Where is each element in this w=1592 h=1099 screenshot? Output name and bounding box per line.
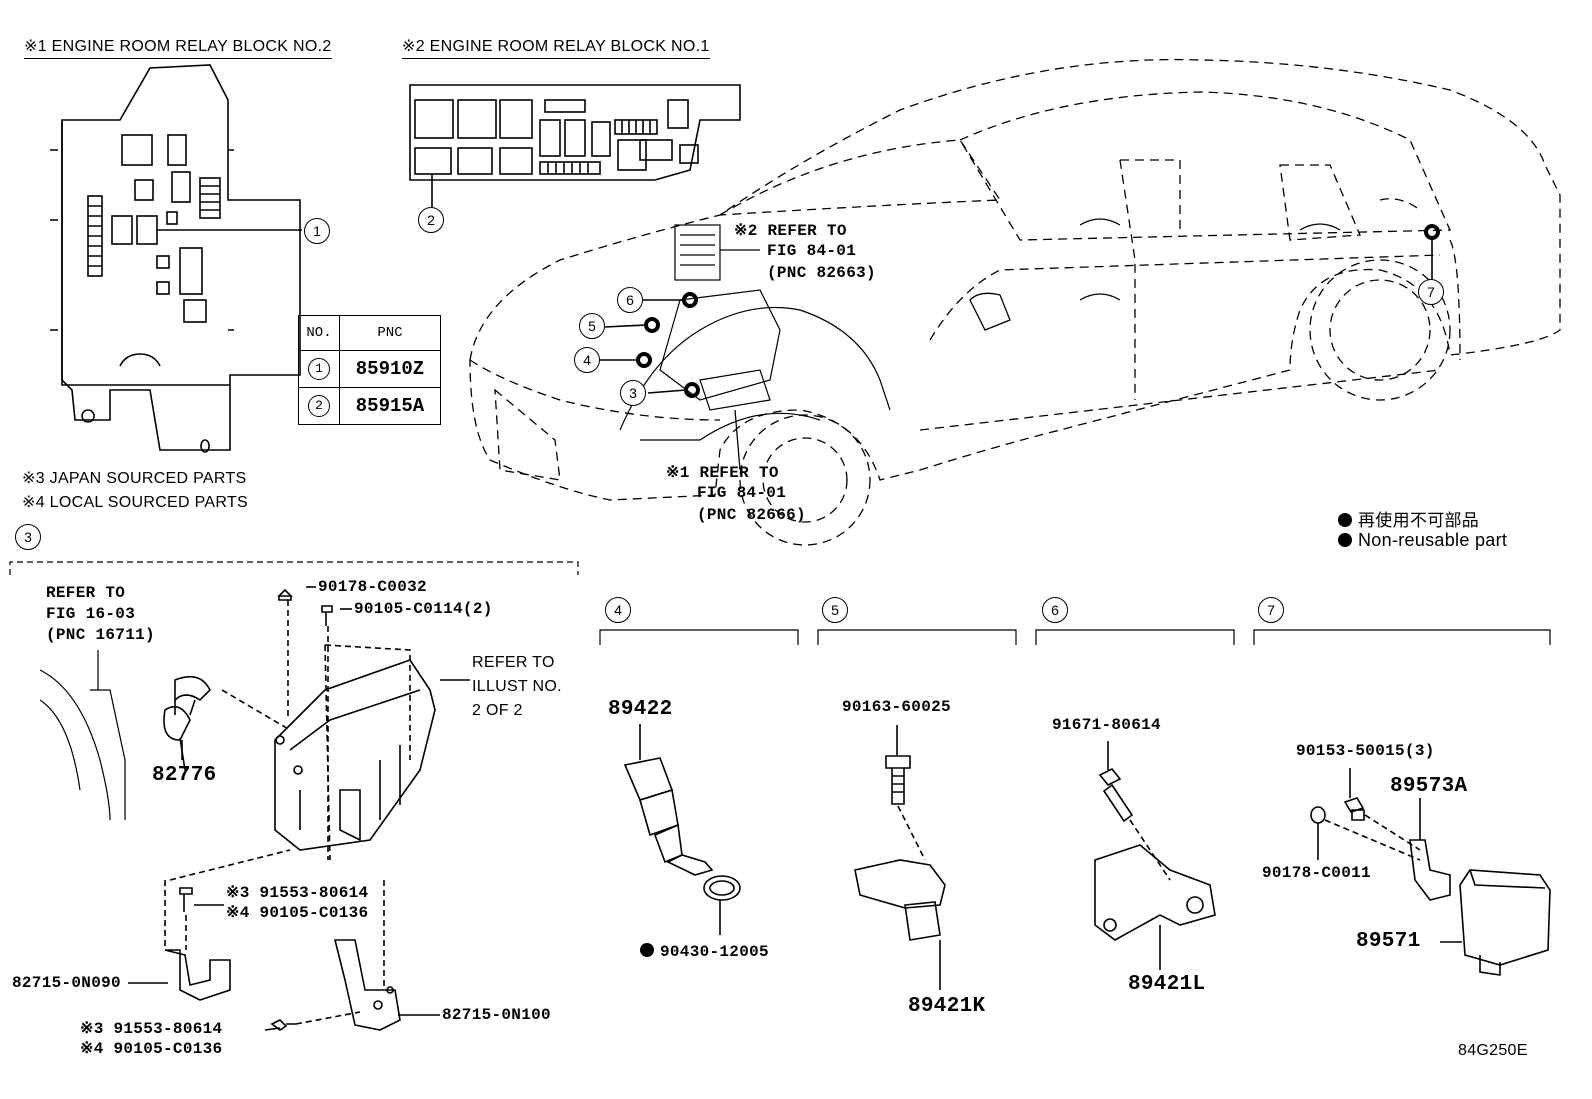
part-90153-50015: 90153-50015(3) [1296,742,1435,760]
section-6-marker: 6 [1042,597,1068,623]
s3-refer-fig-l2: FIG 16-03 [46,605,136,623]
part-89573A: 89573A [1390,775,1468,798]
section5-drawing [854,725,946,990]
callout-2: 2 [418,207,444,233]
part-82776: 82776 [152,764,217,787]
callout-6-car: 6 [617,287,643,313]
part-90178-C0032: 90178-C0032 [318,578,427,596]
pnc-row-1-value: 85910Z [339,350,441,388]
pnc-row-2-value: 85915A [339,387,441,425]
callout-3-car: 3 [620,380,646,406]
ref1-line2: FIG 84-01 [697,484,787,502]
section6-drawing [1094,741,1216,970]
legend-japanese: 再使用不可部品 [1338,506,1479,531]
ref2-line1: ※2 REFER TO [734,222,847,240]
ref2-line2: FIG 84-01 [767,242,857,260]
part-91553-80614-lower: ※3 91553-80614 [80,1020,223,1038]
section-brackets [9,561,1551,645]
s3-refer-illust-l1: REFER TO [472,654,555,671]
pnc-row-2-no: 2 [308,395,330,417]
part-89421L: 89421L [1128,973,1206,996]
car-callout-leaders [598,224,1440,398]
s3-refer-fig-l1: REFER TO [46,584,126,602]
japan-sourced-note: ※3 JAPAN SOURCED PARTS [22,470,247,487]
section-3-marker: 3 [15,524,41,550]
section7-drawing [1310,768,1551,976]
relay-block-no1-drawing [409,84,741,208]
callout-1: 1 [304,218,330,244]
relay-block-no2-heading: ※1 ENGINE ROOM RELAY BLOCK NO.2 [24,36,332,59]
part-82715-0N100: 82715-0N100 [442,1006,551,1024]
relay-block-no1-heading: ※2 ENGINE ROOM RELAY BLOCK NO.1 [402,36,710,59]
figure-code: 84G250E [1458,1042,1528,1059]
callout-5-car: 5 [579,313,605,339]
pnc-table-header-no: NO. [298,315,340,351]
part-90178-C0011: 90178-C0011 [1262,864,1371,882]
part-82715-0N090: 82715-0N090 [12,974,121,992]
part-91671-80614: 91671-80614 [1052,716,1161,734]
ref1-line3: (PNC 82666) [697,506,806,524]
part-90105-C0136-upper: ※4 90105-C0136 [226,904,369,922]
non-reusable-dot-icon [640,943,654,957]
non-reusable-dot-icon [1338,513,1352,527]
relay-block-no2-drawing [50,64,302,453]
section3-drawing [39,586,470,1031]
ref2-line3: (PNC 82663) [767,264,876,282]
callout-7-car: 7 [1418,279,1444,305]
pnc-table-header-pnc: PNC [339,315,441,351]
section4-drawing [623,724,741,935]
pnc-row-1-no: 1 [308,358,330,380]
part-90163-60025: 90163-60025 [842,698,951,716]
part-90105-C0136-lower: ※4 90105-C0136 [80,1040,223,1058]
vehicle-drawing [469,58,1561,546]
part-90430-12005: 90430-12005 [640,943,769,961]
section-7-marker: 7 [1258,597,1284,623]
local-sourced-note: ※4 LOCAL SOURCED PARTS [22,494,248,511]
s3-refer-illust-l2: ILLUST NO. [472,678,562,695]
s3-refer-illust-l3: 2 OF 2 [472,702,523,719]
part-89421K: 89421K [908,995,986,1018]
section-5-marker: 5 [822,597,848,623]
part-91553-80614-upper: ※3 91553-80614 [226,884,369,902]
part-90105-C0114: 90105-C0114(2) [354,600,493,618]
s3-refer-fig-l3: (PNC 16711) [46,626,155,644]
section-4-marker: 4 [605,597,631,623]
callout-4-car: 4 [574,347,600,373]
pnc-table: NO. PNC 1 85910Z 2 85915A [298,315,441,425]
non-reusable-dot-icon [1338,533,1352,547]
legend-english: Non-reusable part [1338,530,1507,551]
part-89571: 89571 [1356,930,1421,953]
part-89422: 89422 [608,698,673,721]
ref1-line1: ※1 REFER TO [666,464,779,482]
